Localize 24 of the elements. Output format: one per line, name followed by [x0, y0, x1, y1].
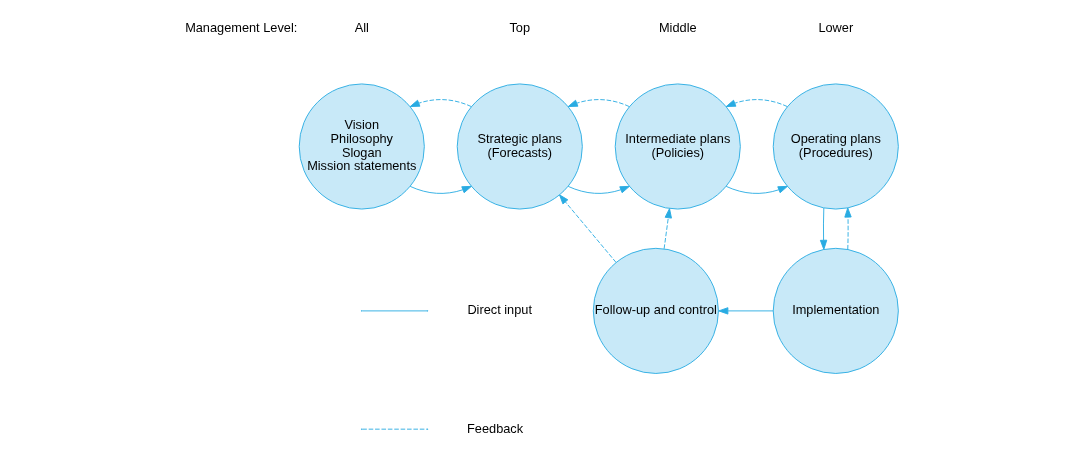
label: Management Level: [184, 19, 297, 35]
node-circle: Intermediate plans (Policies) [614, 83, 741, 210]
arrow [663, 208, 672, 250]
arrow [567, 99, 630, 108]
legend-label: Feedback [466, 420, 523, 436]
arrow [843, 207, 852, 250]
node-circle: Strategic plans (Forecasts) [456, 83, 583, 210]
node-circle: Operating plans (Procedures) [772, 83, 899, 210]
arrow [725, 185, 788, 194]
legend-label: Direct input [466, 302, 532, 318]
arrow [409, 99, 472, 108]
label: Lower [817, 19, 853, 35]
node-circle: Follow-up and control [592, 247, 719, 374]
node-circle: Vision Philosophy Slogan Mission statements [298, 83, 425, 210]
arrow [819, 207, 827, 250]
node-circle: Implementation [772, 247, 899, 374]
arrow [717, 307, 774, 315]
arrow [558, 194, 617, 263]
label: Top [508, 19, 530, 35]
arrow [567, 185, 630, 194]
label: Middle [658, 19, 697, 35]
label: All [354, 19, 369, 35]
arrow [409, 185, 472, 194]
arrow [725, 99, 788, 108]
